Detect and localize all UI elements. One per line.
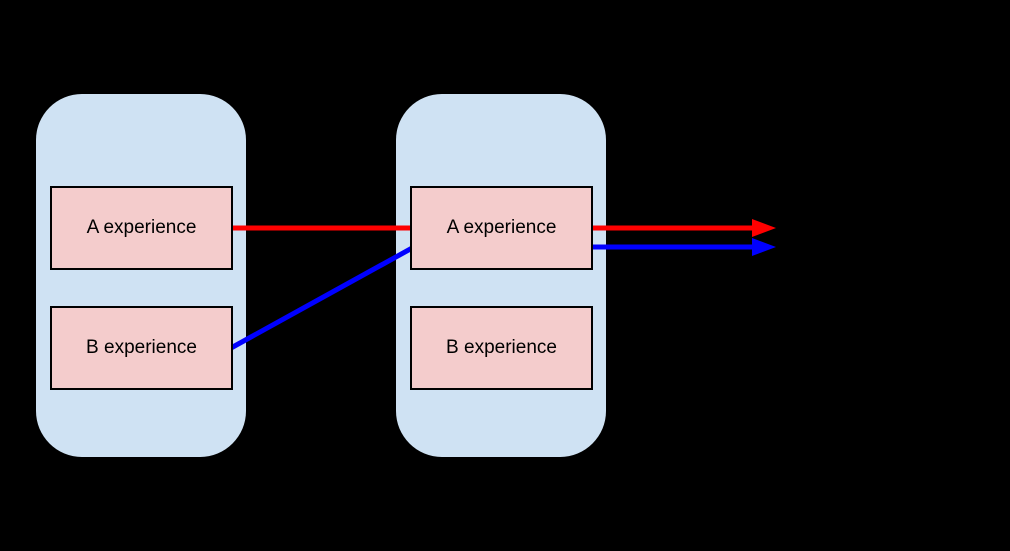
left-a-experience-label: A experience <box>86 217 197 238</box>
blue-arrowhead-icon <box>752 238 776 256</box>
right-a-experience-label: A experience <box>446 217 557 238</box>
red-arrowhead-icon <box>752 219 776 237</box>
left-device-container <box>36 94 246 457</box>
blue-arrow-segment-1 <box>229 244 416 351</box>
left-b-experience-label: B experience <box>86 337 197 358</box>
left-b-experience-box: B experience <box>50 306 233 390</box>
right-b-experience-box: B experience <box>410 306 593 390</box>
right-b-experience-label: B experience <box>446 337 557 358</box>
left-a-experience-box: A experience <box>50 186 233 270</box>
right-a-experience-box: A experience <box>410 186 593 270</box>
right-device-container <box>396 94 606 457</box>
